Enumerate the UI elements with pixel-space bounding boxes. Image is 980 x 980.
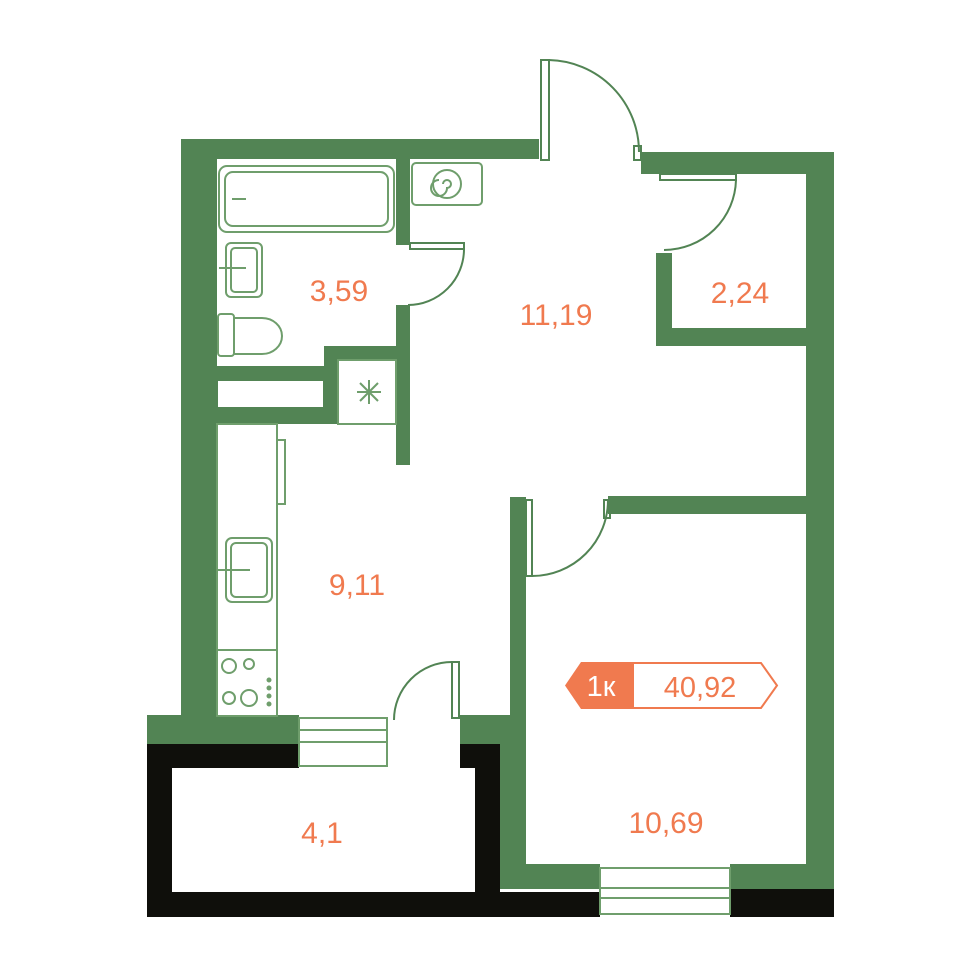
window-balcony-door (298, 717, 388, 767)
sink-icon (219, 242, 263, 298)
wall-bedroom-bottom-right (730, 864, 834, 889)
wall-bath-right-upper (396, 159, 410, 245)
wall-bedroom-left (510, 497, 526, 889)
wall-shaft-left (324, 346, 338, 424)
wall-niche (216, 379, 325, 409)
boiler-icon (411, 162, 483, 206)
apartment-badge: 1к 40,92 (565, 662, 779, 709)
area-storage: 2,24 (711, 277, 769, 310)
wall-balcony-top-left (147, 715, 299, 744)
wall-top-left (181, 139, 539, 159)
wall-balcony-top-right (460, 715, 526, 744)
balcony-outer-left (147, 744, 172, 917)
balcony-outer-top-left (147, 744, 299, 768)
room-labels: 3,59 11,19 2,24 9,11 10,69 4,1 (301, 275, 769, 850)
wall-shaft-top (324, 346, 410, 360)
bedroom-outer-bottom (730, 889, 834, 917)
balcony-outer-top-right (460, 744, 500, 768)
wall-right (806, 152, 834, 889)
wall-bath-right-lower (396, 305, 410, 465)
balcony-outer-bottom (147, 892, 600, 917)
stove-icon (216, 649, 278, 717)
wall-bedroom-top (608, 496, 806, 514)
area-kitchen: 9,11 (329, 569, 385, 602)
bathtub-icon (218, 165, 395, 233)
wall-left (181, 139, 217, 735)
kitchen-sink-icon (216, 537, 273, 603)
door-swing-icon (393, 59, 737, 721)
area-balcony: 4,1 (301, 817, 343, 850)
wall-bedroom-bottom-left (496, 864, 600, 889)
window-icon (599, 867, 731, 915)
area-bathroom: 3,59 (310, 275, 368, 308)
outer-walls (147, 744, 834, 917)
wall-storage-left (656, 253, 672, 346)
wall-niche-top (217, 366, 324, 380)
badge-area: 40,92 (664, 672, 737, 704)
badge-area-frame (634, 662, 779, 709)
toilet-icon (217, 313, 283, 357)
badge-type-tab (565, 662, 634, 709)
wall-storage-bottom (656, 328, 806, 346)
area-bedroom: 10,69 (628, 807, 703, 840)
ventilation-shaft-icon (337, 359, 397, 425)
balcony-outer-right (475, 768, 500, 892)
badge-type: 1к (587, 671, 616, 703)
wall-top-right (641, 152, 834, 174)
area-hallway: 11,19 (520, 299, 593, 332)
